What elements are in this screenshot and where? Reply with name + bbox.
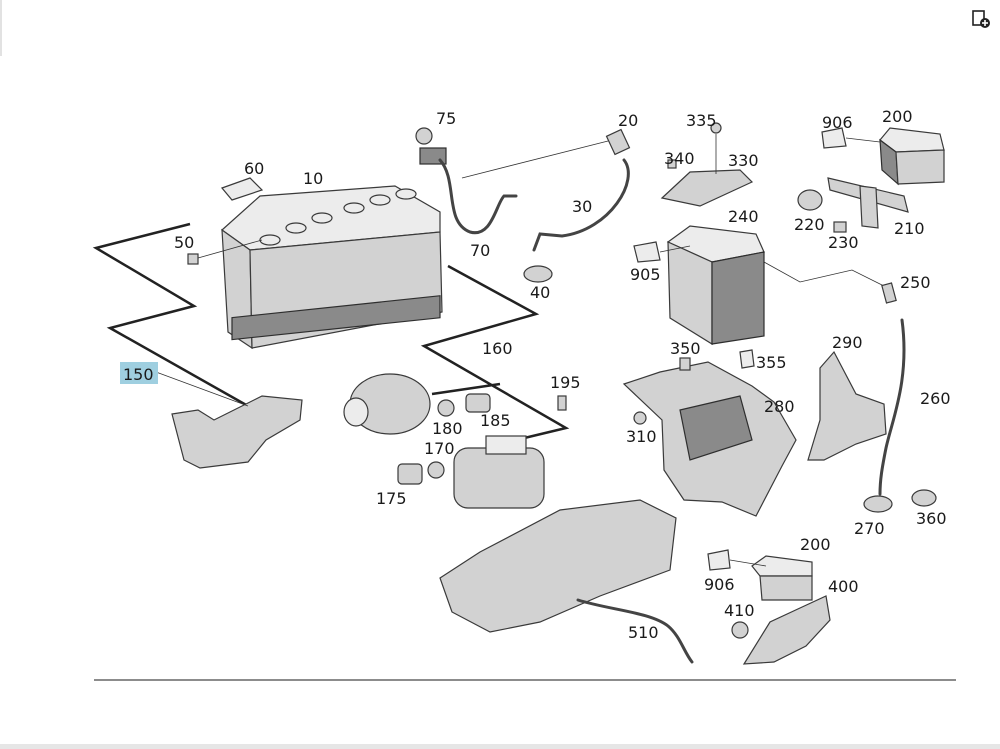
screw-195[interactable] [557, 395, 567, 411]
clip-906-bottom[interactable] [707, 549, 731, 571]
bracket-400[interactable] [742, 595, 831, 665]
ground-cable-70[interactable] [438, 158, 518, 235]
nut-310[interactable] [633, 411, 647, 425]
grommet-40[interactable] [523, 265, 553, 283]
clip-905[interactable] [633, 241, 661, 263]
label-510[interactable]: 510 [628, 623, 659, 642]
add-to-list-button[interactable] [970, 8, 992, 30]
label-906-top[interactable]: 906 [822, 113, 853, 132]
label-40[interactable]: 40 [530, 283, 550, 302]
label-60[interactable]: 60 [244, 159, 264, 178]
label-200-bottom[interactable]: 200 [800, 535, 831, 554]
label-310[interactable]: 310 [626, 427, 657, 446]
left-edge [0, 0, 2, 56]
main-battery[interactable] [221, 185, 443, 350]
cable-260[interactable] [878, 318, 906, 496]
label-195[interactable]: 195 [550, 373, 581, 392]
screw-230[interactable] [833, 221, 847, 233]
transmission[interactable] [439, 499, 677, 633]
battery-frame-wire [92, 222, 249, 408]
label-210[interactable]: 210 [894, 219, 925, 238]
label-290[interactable]: 290 [832, 333, 863, 352]
grommet-270[interactable] [863, 495, 893, 513]
label-250[interactable]: 250 [900, 273, 931, 292]
label-340[interactable]: 340 [664, 149, 695, 168]
label-75[interactable]: 75 [436, 109, 456, 128]
label-230[interactable]: 230 [828, 233, 859, 252]
cable-end-20[interactable] [605, 128, 631, 156]
label-175[interactable]: 175 [376, 489, 407, 508]
label-70[interactable]: 70 [470, 241, 490, 260]
connector-250[interactable] [881, 282, 897, 304]
starter-motor[interactable] [453, 435, 545, 509]
label-330[interactable]: 330 [728, 151, 759, 170]
battery-tray-280[interactable] [622, 361, 797, 517]
highlight-150 [120, 362, 158, 384]
label-400[interactable]: 400 [828, 577, 859, 596]
grommet-360[interactable] [911, 489, 937, 507]
label-180[interactable]: 180 [432, 419, 463, 438]
label-350[interactable]: 350 [670, 339, 701, 358]
label-185[interactable]: 185 [480, 411, 511, 430]
label-270[interactable]: 270 [854, 519, 885, 538]
label-905[interactable]: 905 [630, 265, 661, 284]
label-170[interactable]: 170 [424, 439, 455, 458]
label-10[interactable]: 10 [303, 169, 323, 188]
ground-cable-510[interactable] [576, 598, 694, 664]
aux-battery-200-top[interactable] [879, 127, 945, 186]
battery-clamp-75[interactable] [415, 127, 447, 165]
bushing-170[interactable] [427, 461, 445, 479]
battery-frame-wire-right [420, 264, 570, 442]
label-355[interactable]: 355 [756, 353, 787, 372]
screw-350[interactable] [679, 357, 691, 371]
screw-50[interactable] [187, 239, 263, 265]
bracket-150[interactable] [171, 395, 303, 469]
bracket-210[interactable] [827, 177, 909, 229]
clip-906-top[interactable] [821, 127, 847, 149]
terminal-cover-60[interactable] [220, 177, 264, 201]
battery-240[interactable] [666, 225, 765, 346]
label-360[interactable]: 360 [916, 509, 947, 528]
label-30[interactable]: 30 [572, 197, 592, 216]
bracket-290[interactable] [807, 350, 887, 461]
bushing-180[interactable] [437, 399, 455, 417]
label-410[interactable]: 410 [724, 601, 755, 620]
label-200-top[interactable]: 200 [882, 107, 913, 126]
label-906-bottom[interactable]: 906 [704, 575, 735, 594]
bushing-185[interactable] [465, 393, 491, 413]
label-220[interactable]: 220 [794, 215, 825, 234]
label-150[interactable]: 150 [123, 365, 154, 384]
aux-battery-200-bottom[interactable] [751, 555, 813, 601]
bottom-bar [0, 744, 1000, 749]
label-260[interactable]: 260 [920, 389, 951, 408]
cable-30[interactable] [532, 158, 630, 252]
label-50[interactable]: 50 [174, 233, 194, 252]
label-335[interactable]: 335 [686, 111, 717, 130]
label-20[interactable]: 20 [618, 111, 638, 130]
label-240[interactable]: 240 [728, 207, 759, 226]
bushing-175[interactable] [397, 463, 423, 485]
add-to-list-icon [972, 10, 990, 28]
clip-355[interactable] [739, 349, 755, 369]
nut-410[interactable] [731, 621, 749, 639]
label-160[interactable]: 160 [482, 339, 513, 358]
alternator[interactable] [343, 373, 431, 435]
grommet-220[interactable] [797, 189, 823, 211]
bracket-330[interactable] [660, 122, 754, 207]
label-280[interactable]: 280 [764, 397, 795, 416]
